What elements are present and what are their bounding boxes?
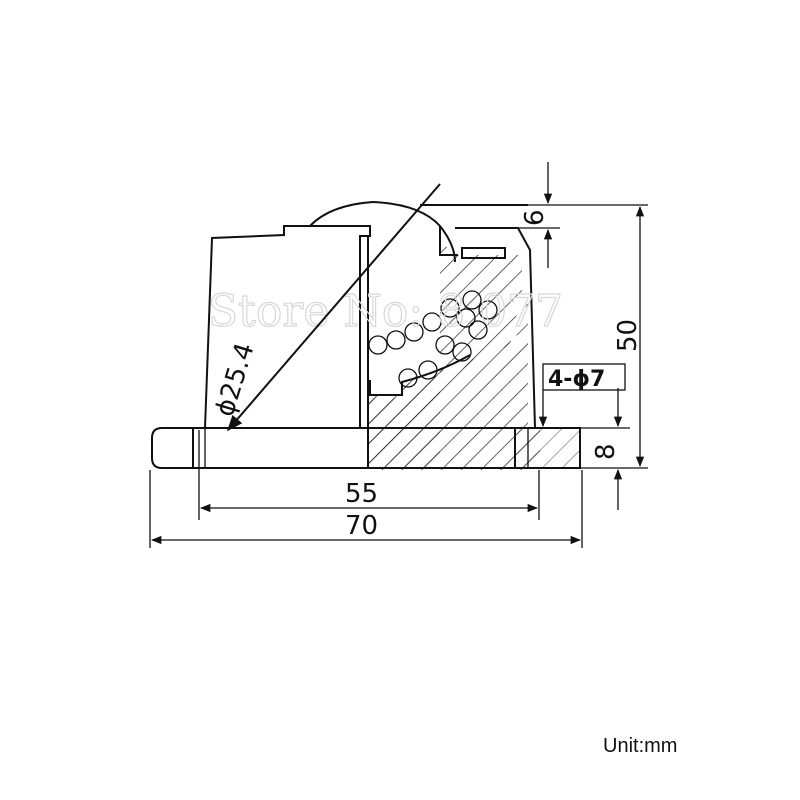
dim-flange: 8 — [591, 443, 621, 460]
dim-hole-spacing: 55 — [345, 479, 378, 509]
dim-flange-group — [580, 388, 630, 510]
dim-hole-spacing-group — [198, 430, 540, 520]
dim-top-group — [518, 162, 648, 268]
dim-height-group — [580, 205, 648, 469]
watermark: Store No: 8 077 — [208, 286, 563, 337]
body-outline — [151, 204, 581, 469]
ball-diameter-leader — [226, 183, 441, 432]
dim-width-group — [149, 470, 583, 548]
dim-holes: 4-ϕ7 — [548, 367, 605, 392]
ball-outline — [309, 200, 441, 227]
flange-hatch-right — [515, 428, 580, 468]
dim-top: 6 — [520, 209, 550, 226]
dim-width: 70 — [345, 511, 378, 541]
unit-label: Unit:mm — [603, 735, 678, 757]
dim-ball-diameter: ϕ25.4 — [210, 340, 261, 421]
bearing-balls — [368, 290, 498, 388]
dim-holes-group — [538, 363, 626, 428]
dim-height: 50 — [613, 319, 643, 352]
